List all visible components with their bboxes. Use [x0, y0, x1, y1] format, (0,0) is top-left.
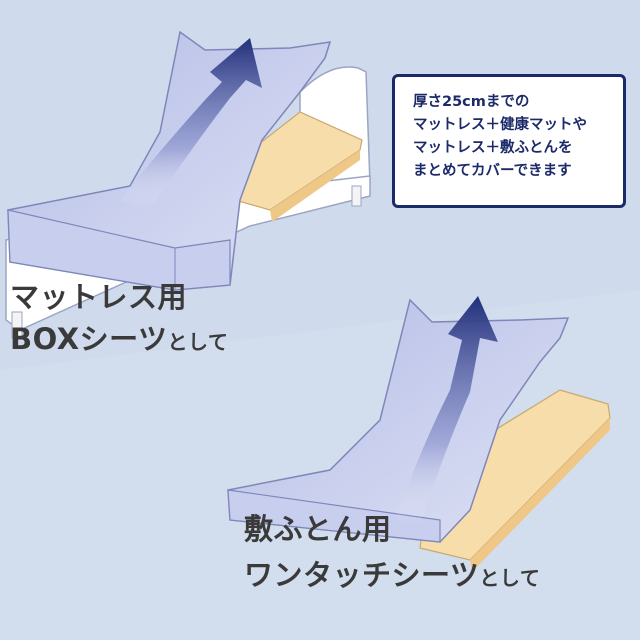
caption-futon: 敷ふとん用 ワンタッチシーツとして — [244, 506, 540, 601]
futon-illustration — [227, 296, 611, 572]
up-arrow-icon — [395, 296, 498, 525]
caption-mattress-line2: BOXシーツとして — [10, 318, 228, 363]
bed-illustration — [5, 30, 371, 339]
caption-futon-line2: ワンタッチシーツとして — [244, 552, 540, 601]
info-line: まとめてカバーできます — [413, 163, 572, 179]
caption-mattress-line1: マットレス用 — [10, 280, 188, 314]
info-line: マットレス＋健康マットや — [413, 117, 587, 133]
info-line: マットレス＋敷ふとんを — [413, 140, 573, 156]
caption-mattress-suffix: として — [167, 330, 229, 354]
caption-futon-suffix: として — [479, 566, 541, 590]
fitted-sheet-edge — [227, 489, 441, 543]
futon-mattress-side — [470, 418, 610, 572]
caption-futon-main: ワンタッチシーツ — [244, 558, 480, 592]
info-line: 厚さ25cmまでの — [413, 94, 530, 110]
info-box: 厚さ25cmまでの マットレス＋健康マットや マットレス＋敷ふとんを まとめてカ… — [392, 74, 626, 208]
up-arrow-icon — [120, 38, 262, 210]
caption-futon-line1: 敷ふとん用 — [244, 512, 392, 546]
caption-mattress: マットレス用 BOXシーツとして — [10, 276, 228, 363]
bed-leg — [351, 185, 362, 207]
caption-mattress-main: BOXシーツ — [10, 322, 168, 356]
bed-leg — [11, 311, 23, 339]
mattress-side — [270, 150, 360, 222]
fitted-sheet — [227, 298, 570, 543]
